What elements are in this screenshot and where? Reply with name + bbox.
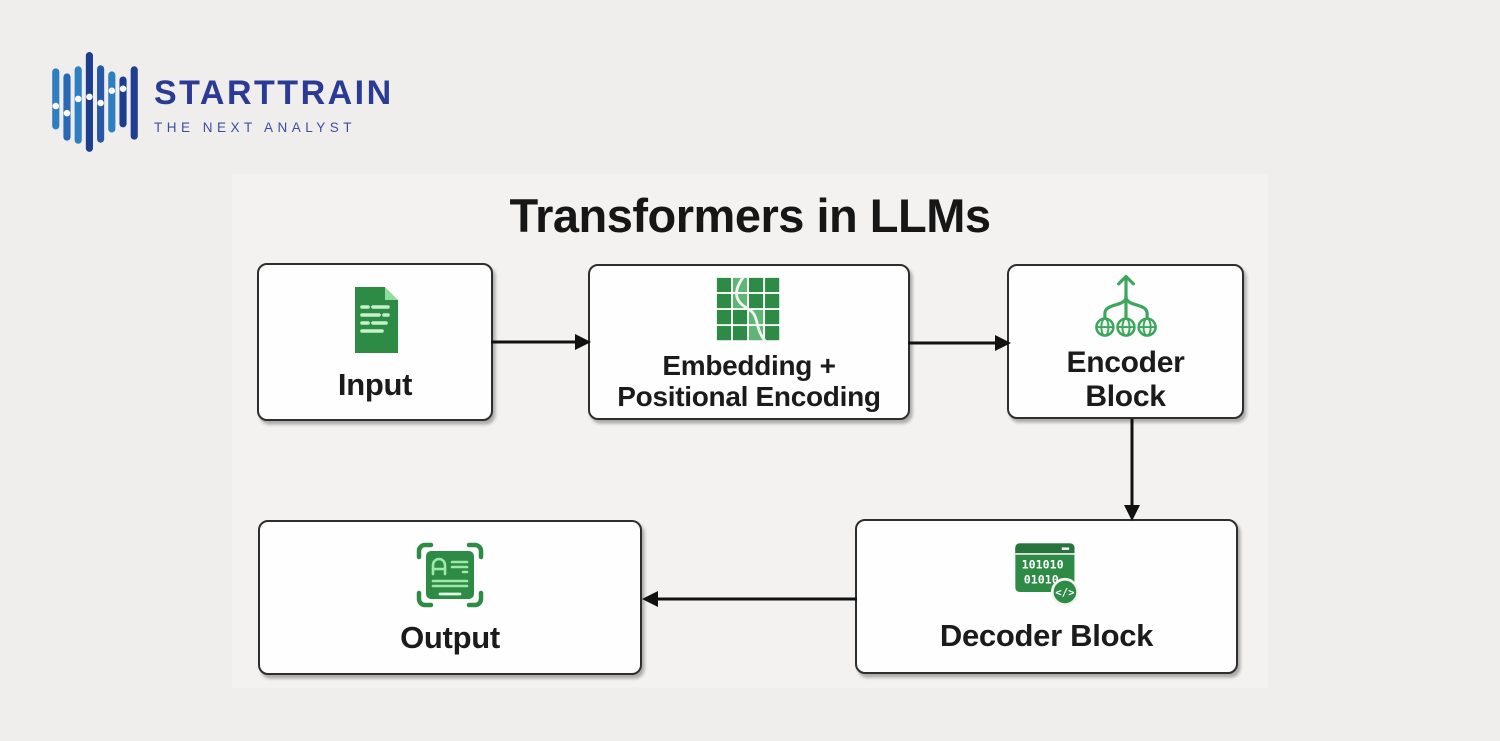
binary-row-1: 101010 xyxy=(1021,558,1063,572)
node-label-embedding: Embedding + Positional Encoding xyxy=(617,349,881,412)
equalizer-bars-logo-icon xyxy=(52,52,138,152)
output-scan-icon xyxy=(416,542,484,608)
arrow-decoder-to-output xyxy=(642,591,857,607)
embedding-matrix-icon xyxy=(716,275,780,344)
node-encoder: Encoder Block xyxy=(1007,264,1244,419)
document-icon xyxy=(355,286,398,353)
arrow-input-to-embedding xyxy=(491,334,591,350)
node-input: Input xyxy=(257,263,493,421)
code-glyph: </> xyxy=(1055,587,1074,599)
arrow-encoder-to-decoder xyxy=(1124,419,1140,521)
node-output: Output xyxy=(258,520,642,675)
node-decoder: 101010 01010 </> Decoder Block xyxy=(855,519,1238,674)
logo-text: STARTTRAIN THE NEXT ANALYST xyxy=(154,74,394,135)
node-label-output: Output xyxy=(400,620,500,656)
arrow-embedding-to-encoder xyxy=(908,335,1011,351)
starttrain-logo: STARTTRAIN THE NEXT ANALYST xyxy=(52,50,394,158)
logo-tagline: THE NEXT ANALYST xyxy=(154,119,357,135)
node-label-input: Input xyxy=(337,366,413,402)
decoder-binary-code-icon: 101010 01010 </> xyxy=(1014,543,1079,607)
diagram-title: Transformers in LLMs xyxy=(509,189,992,242)
node-embedding: Embedding + Positional Encoding xyxy=(588,264,910,420)
logo-brand-name: STARTTRAIN xyxy=(154,73,394,112)
node-label-decoder: Decoder Block xyxy=(939,618,1154,654)
encoder-attention-icon xyxy=(1094,274,1157,337)
node-label-encoder: Encoder Block xyxy=(1066,345,1185,413)
diagram-panel: Transformers in LLMs Input xyxy=(232,174,1268,688)
binary-row-2: 01010 xyxy=(1023,573,1058,587)
